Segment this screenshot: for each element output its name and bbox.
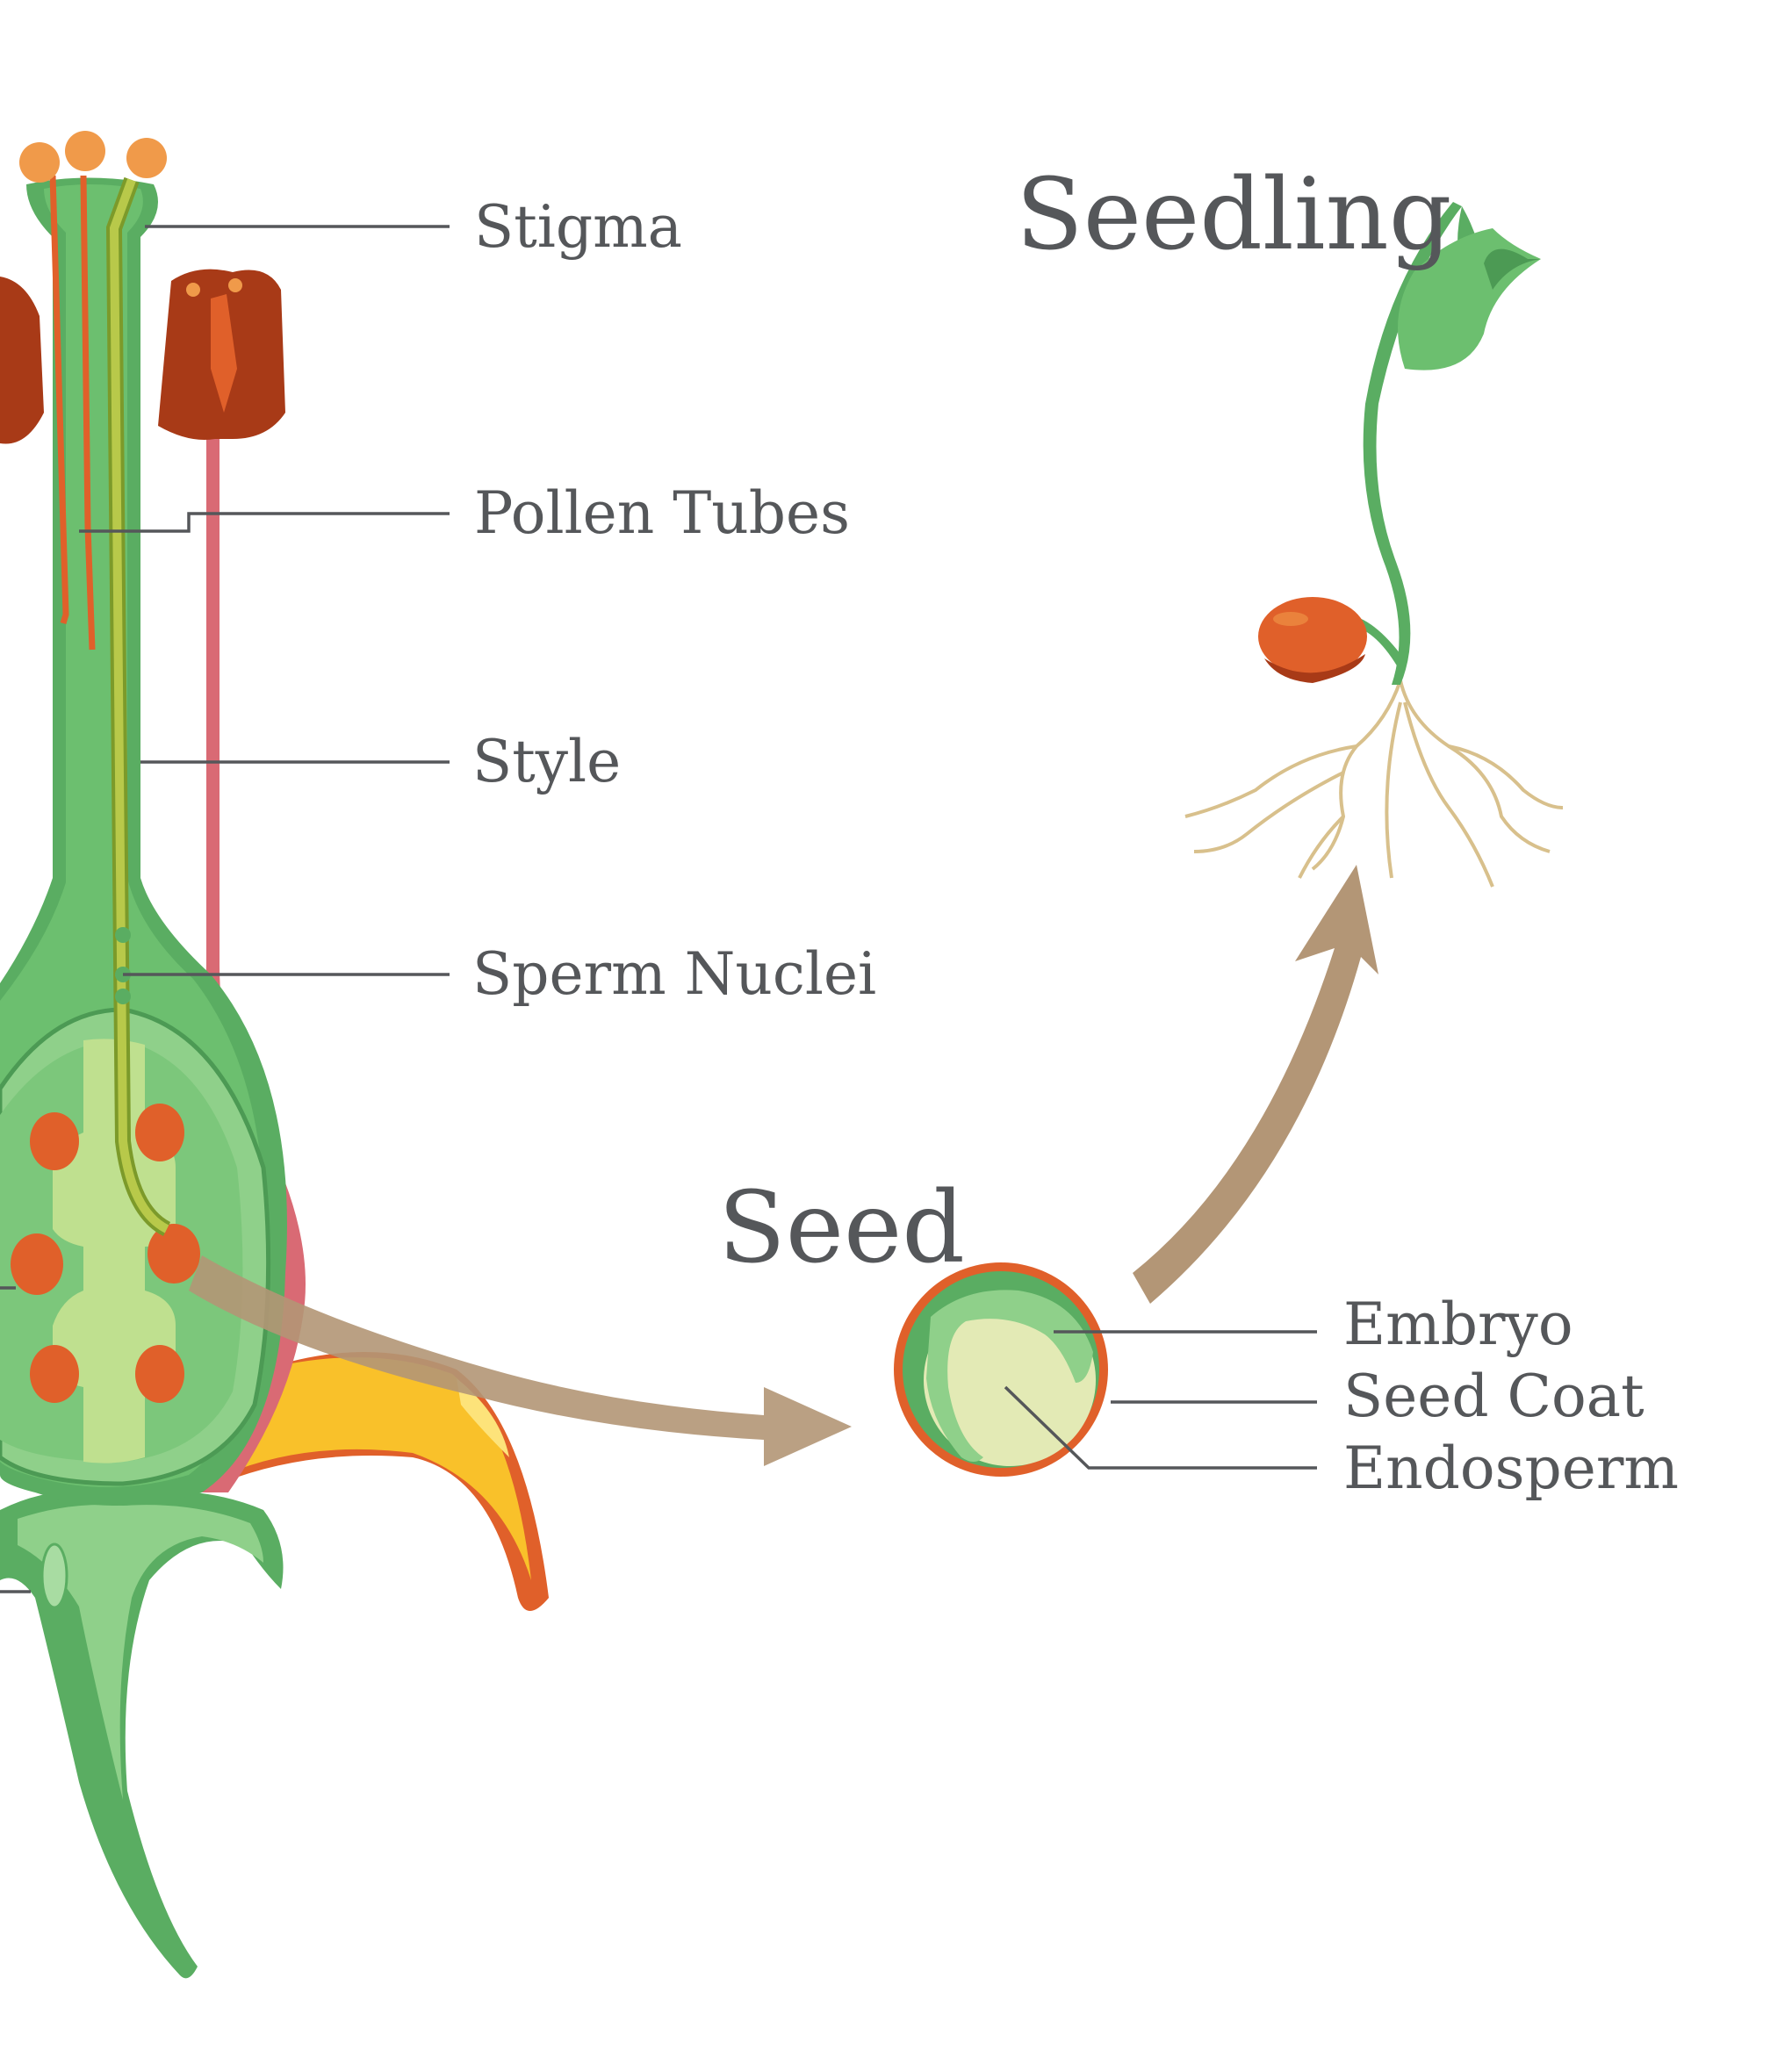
stem (1363, 202, 1462, 685)
ovules (11, 1104, 200, 1403)
sperm-nucleus (115, 927, 131, 943)
embryo (926, 1290, 1093, 1462)
label-stigma: Stigma (474, 193, 682, 261)
anther (158, 269, 285, 440)
ovule (135, 1104, 184, 1161)
ovule (135, 1345, 184, 1403)
label-sperm-nuclei: Sperm Nuclei (472, 940, 876, 1008)
seedling-illustration (1184, 202, 1564, 888)
heading-seedling: Seedling (1016, 158, 1451, 272)
label-pollen-tubes: Pollen Tubes (474, 479, 850, 547)
sperm-nucleus (115, 989, 131, 1004)
label-embryo: Embryo (1343, 1291, 1573, 1358)
arrow-to-seedling (1133, 865, 1378, 1304)
ovule (30, 1112, 79, 1170)
ovule (30, 1345, 79, 1403)
label-style: Style (472, 728, 621, 795)
ovule (11, 1233, 63, 1295)
flower-illustration (0, 131, 549, 1979)
ovule (148, 1224, 200, 1284)
petal (220, 1352, 549, 1611)
leader-lines (0, 225, 1317, 1593)
arrow-to-seed (189, 1255, 852, 1466)
label-seed-coat: Seed Coat (1343, 1363, 1644, 1430)
seed-shell (1258, 597, 1367, 683)
heading-seed: Seed (718, 1171, 965, 1285)
pollen-tubes (49, 175, 171, 1237)
pollen-grains (19, 131, 167, 183)
seed-illustration (894, 1262, 1108, 1477)
receptacle-stem (0, 1490, 284, 1979)
label-endosperm: Endosperm (1343, 1435, 1679, 1502)
anther-left (0, 277, 44, 444)
roots (1184, 680, 1564, 888)
